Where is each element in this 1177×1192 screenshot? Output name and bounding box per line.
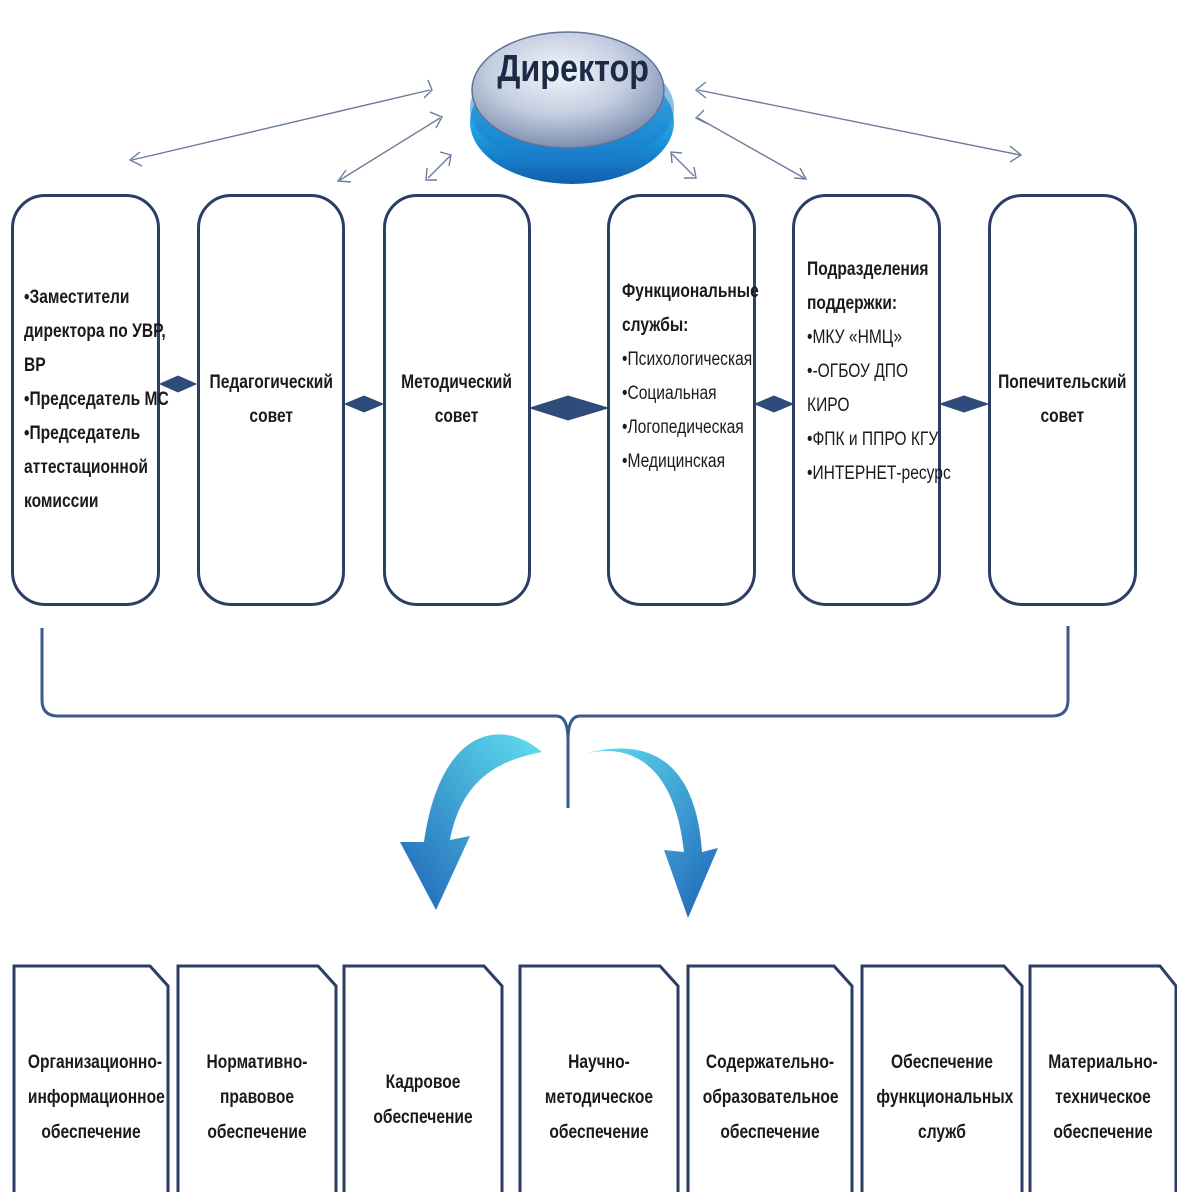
doc-line: информационное	[27, 1087, 165, 1108]
unit-line: ВР	[24, 355, 46, 376]
support-doc-content-educational: Содержательно-образовательное обеспечение	[688, 965, 852, 1192]
unit-line: •Председатель МС	[24, 389, 169, 410]
support-doc-org-info: Организационно-информационное обеспечение	[14, 965, 168, 1192]
director-label: Директор	[497, 48, 649, 90]
arrow-to-methodical	[427, 155, 451, 179]
unit-line: директора по УВР,	[24, 321, 166, 342]
doc-text: Нормативно-правовое обеспечение	[192, 1045, 322, 1150]
director-connector-arrows	[128, 79, 1023, 183]
unit-line: •Психологическая	[622, 349, 753, 370]
unit-box-board-of-trustees: Попечительский совет	[988, 194, 1137, 606]
unit-text: Подразделения поддержки: •МКУ «НМЦ» •-ОГБОУ…	[807, 253, 951, 491]
unit-text: Методический совет	[402, 366, 513, 434]
curved-arrows	[400, 734, 718, 918]
support-doc-staffing: Кадровое обеспечение	[344, 965, 502, 1192]
doc-line: обеспечение	[207, 1122, 307, 1143]
unit-line: •Социальная	[622, 383, 717, 404]
arrow-to-deputies	[131, 89, 431, 161]
unit-line: совет	[1040, 406, 1085, 427]
support-doc-scientific-methodical: Научно-методическое обеспечение	[520, 965, 678, 1192]
unit-text: Попечительский совет	[998, 366, 1126, 434]
doc-text: Материально-техническое обеспечение	[1043, 1045, 1163, 1150]
doc-text: Научно-методическое обеспечение	[534, 1045, 664, 1150]
connector-2	[343, 395, 385, 413]
unit-line: •Логопедическая	[622, 417, 744, 438]
doc-line: Материально-	[1048, 1052, 1158, 1073]
unit-line: КИРО	[807, 395, 850, 416]
doc-line: техническое	[1055, 1087, 1151, 1108]
unit-box-functional-services: Функциональные службы: •Психологическая •Со…	[607, 194, 759, 606]
arrow-to-pedagogical	[339, 117, 441, 181]
connector-1	[158, 375, 198, 393]
arrow-to-trustees	[697, 89, 1021, 156]
doc-line: образовательное	[702, 1087, 839, 1108]
grouping-bracket	[40, 626, 1070, 808]
unit-line: аттестационной	[24, 457, 148, 478]
unit-line: Методический	[401, 372, 513, 393]
doc-line: обеспечение	[1053, 1122, 1153, 1143]
arrow-to-support	[697, 117, 805, 179]
doc-text: Обеспечение функциональных служб	[876, 1045, 1014, 1150]
unit-line: поддержки:	[807, 293, 898, 314]
unit-text: •Заместители директора по УВР, ВР •Председа…	[24, 281, 169, 519]
doc-line: функциональных	[876, 1087, 1014, 1108]
unit-line: Функциональные	[622, 281, 759, 302]
unit-line: Попечительский	[998, 372, 1127, 393]
support-doc-shapes	[12, 964, 1177, 1192]
unit-box-support-units: Подразделения поддержки: •МКУ «НМЦ» •-ОГБОУ…	[792, 194, 951, 606]
doc-line: Научно-	[568, 1052, 630, 1073]
doc-line: методическое	[544, 1087, 654, 1108]
doc-text: Организационно-информационное обеспечение	[27, 1045, 165, 1150]
doc-line: Организационно-	[27, 1052, 163, 1073]
unit-line: комиссии	[24, 491, 99, 512]
box-connectors	[158, 375, 990, 421]
unit-line: Подразделения	[807, 259, 929, 280]
doc-line: обеспечение	[41, 1122, 141, 1143]
support-doc-functional-services: Обеспечение функциональных служб	[862, 965, 1022, 1192]
unit-line: •Председатель	[24, 423, 141, 444]
unit-line: •ФПК и ППРО КГУ	[807, 429, 939, 450]
doc-line: служб	[918, 1122, 966, 1143]
director-node	[470, 31, 674, 184]
doc-line: Кадровое	[385, 1072, 461, 1093]
doc-line: Содержательно-	[705, 1052, 835, 1073]
doc-line: обеспечение	[549, 1122, 649, 1143]
unit-line: совет	[249, 406, 293, 427]
unit-box-methodical-council: Методический совет	[383, 194, 531, 606]
doc-text: Содержательно-образовательное обеспечение	[702, 1045, 839, 1150]
unit-line: •-ОГБОУ ДПО	[807, 361, 909, 382]
curved-arrow-left	[400, 734, 542, 910]
unit-line: •Заместители	[24, 287, 130, 308]
unit-line: Педагогический	[209, 372, 333, 393]
doc-line: обеспечение	[373, 1107, 473, 1128]
doc-line: правовое	[219, 1087, 295, 1108]
support-doc-material-technical: Материально-техническое обеспечение	[1030, 965, 1176, 1192]
unit-line: совет	[435, 406, 479, 427]
unit-box-deputies: •Заместители директора по УВР, ВР •Председа…	[11, 194, 169, 606]
unit-line: •ИНТЕРНЕТ-ресурс	[807, 463, 951, 484]
unit-line: •МКУ «НМЦ»	[807, 327, 903, 348]
unit-text: Функциональные службы: •Психологическая •Со…	[622, 275, 759, 479]
arrow-to-functional	[671, 153, 695, 177]
doc-line: Нормативно-	[206, 1052, 308, 1073]
curved-arrow-right	[584, 748, 718, 918]
unit-text: Педагогический совет	[209, 366, 332, 434]
support-doc-normative-legal: Нормативно-правовое обеспечение	[178, 965, 336, 1192]
doc-line: обеспечение	[720, 1122, 820, 1143]
unit-box-pedagogical-council: Педагогический совет	[197, 194, 345, 606]
unit-line: службы:	[622, 315, 689, 336]
connector-4	[753, 395, 795, 413]
unit-line: •Медицинская	[622, 451, 726, 472]
doc-line: Обеспечение	[891, 1052, 993, 1073]
connector-3	[528, 395, 610, 421]
doc-text: Кадровое обеспечение	[358, 1065, 488, 1135]
